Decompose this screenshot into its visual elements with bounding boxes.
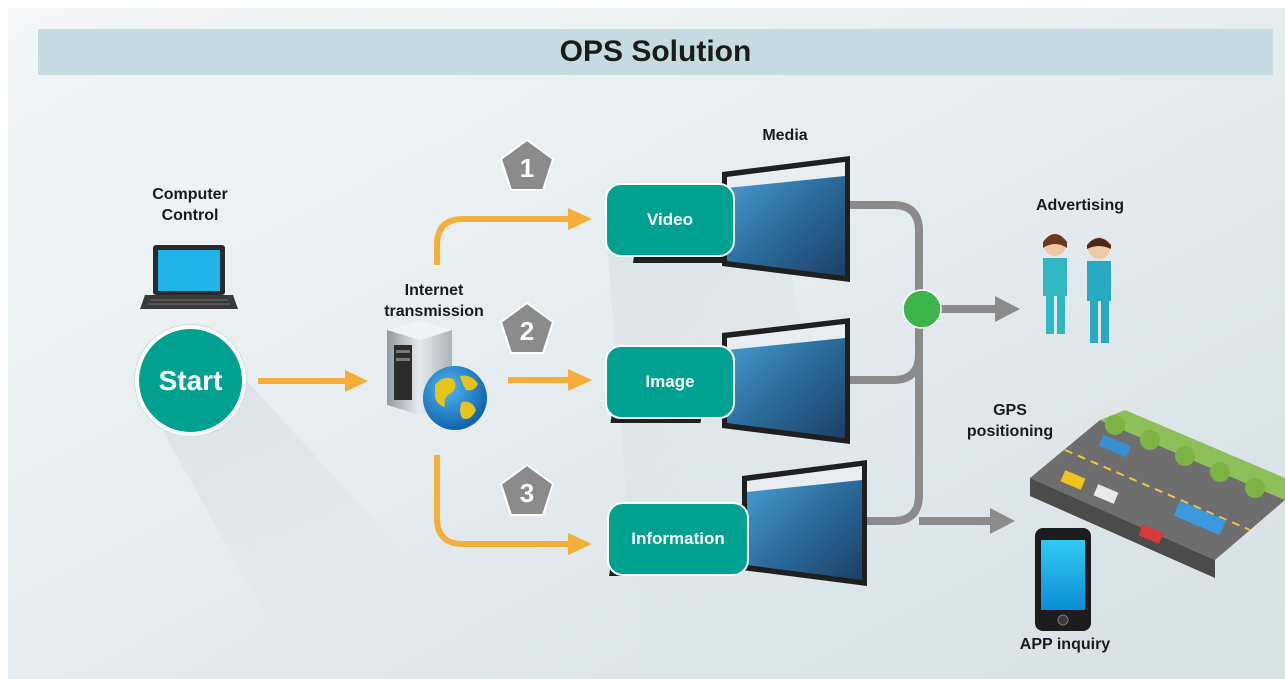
- globe-icon: [423, 366, 487, 430]
- step-1-pentagon: [499, 138, 555, 191]
- app-inquiry-label: APP inquiry: [1019, 636, 1111, 653]
- start-shadow: [135, 380, 520, 679]
- start-button[interactable]: Start: [135, 325, 246, 436]
- orange-flow-arrows: [258, 208, 592, 555]
- image-monitor: [610, 318, 850, 444]
- information-channel-button[interactable]: Information: [607, 502, 749, 576]
- advertising-people-icon: [1043, 234, 1111, 343]
- internet-transmission-line-1: Internet: [404, 282, 464, 299]
- computer-control-line-1: Computer: [152, 186, 228, 203]
- computer-control-label: Computer Control: [120, 184, 260, 226]
- step-3-number: 3: [519, 478, 535, 508]
- step-1-number: 1: [519, 153, 535, 183]
- advertising-arrowhead: [995, 296, 1020, 322]
- title-bar: [38, 29, 1273, 75]
- video-channel-button[interactable]: Video: [605, 183, 735, 257]
- step-2-number: 2: [519, 316, 535, 346]
- step-3-pentagon: [499, 463, 555, 516]
- internet-transmission-label: Internet transmission: [364, 280, 504, 322]
- gps-street-scene-icon: [1030, 410, 1285, 578]
- information-monitor: [609, 460, 867, 586]
- media-label: Media: [762, 127, 808, 144]
- step-2-pentagon: [499, 301, 555, 354]
- gps-line-2: positioning: [966, 423, 1054, 440]
- gray-output-connectors: [850, 201, 1000, 525]
- gps-line-1: GPS: [993, 402, 1027, 419]
- advertising-label: Advertising: [1035, 197, 1124, 214]
- internet-transmission-line-2: transmission: [384, 303, 484, 320]
- hub-node: [902, 289, 942, 329]
- smartphone-icon: [1035, 528, 1091, 631]
- gps-positioning-label: GPS positioning: [950, 400, 1070, 442]
- app-arrowhead: [990, 508, 1015, 534]
- laptop-icon: [140, 245, 238, 309]
- video-monitor: [633, 156, 850, 282]
- image-channel-button[interactable]: Image: [605, 345, 735, 419]
- computer-control-line-2: Control: [161, 207, 219, 224]
- page-title: OPS Solution: [559, 35, 752, 68]
